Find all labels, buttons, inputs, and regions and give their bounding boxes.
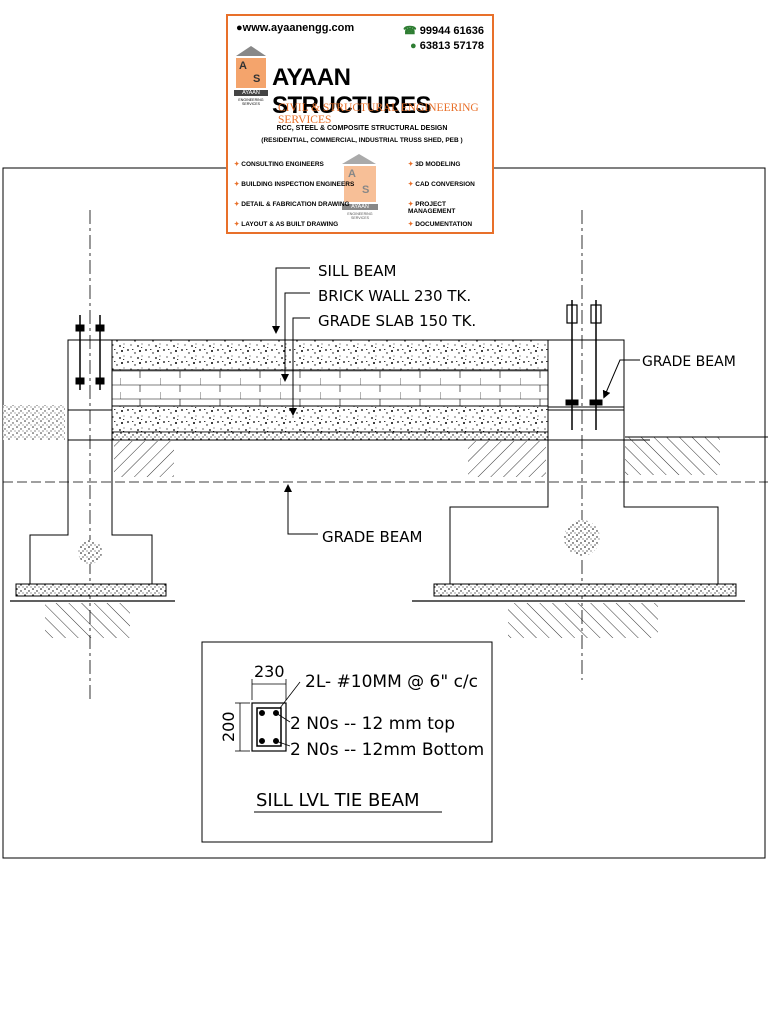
service-left-3: ✦ DETAIL & FABRICATION DRAWING bbox=[234, 201, 350, 208]
service-right-3: ✦ PROJECT MANAGEMENT bbox=[408, 201, 456, 215]
detail-box bbox=[201, 641, 493, 843]
right-anchor-bolts bbox=[565, 300, 603, 430]
brick-wall bbox=[111, 369, 549, 407]
services-line-1: RCC, STEEL & COMPOSITE STRUCTURAL DESIGN bbox=[276, 125, 448, 132]
stirrup-label: 2L- #10MM @ 6" c/c bbox=[305, 672, 478, 692]
phone-icon: ☎ bbox=[403, 25, 417, 37]
service-left-4: ✦ LAYOUT & AS BUILT DRAWING bbox=[234, 221, 339, 228]
sill-beam bbox=[111, 339, 549, 371]
service-left-2: ✦ BUILDING INSPECTION ENGINEERS bbox=[234, 181, 355, 188]
service-right-2: ✦ CAD CONVERSION bbox=[408, 181, 475, 188]
logo-letter-a: A bbox=[348, 168, 356, 180]
logo-letter-s: S bbox=[362, 184, 370, 196]
company-banner: ●www.ayaanengg.com ☎ 99944 61636 ● 63813… bbox=[226, 14, 494, 234]
beam-section bbox=[235, 679, 301, 752]
grade-slab bbox=[111, 405, 549, 433]
height-dimension: 200 bbox=[219, 711, 238, 742]
company-name: AYAAN STRUCTURES bbox=[272, 64, 432, 119]
globe-icon: ● bbox=[236, 22, 243, 34]
service-right-1: ✦ 3D MODELING bbox=[408, 161, 461, 168]
roof-icon bbox=[236, 46, 266, 56]
brick-wall-label: BRICK WALL 230 TK. bbox=[318, 287, 471, 305]
left-anchor-bolts bbox=[75, 315, 105, 390]
grade-beam-center-label: GRADE BEAM bbox=[322, 528, 422, 546]
center-logo: A S AYAAN ENGINEERING SERVICES bbox=[340, 154, 380, 230]
sill-beam-label: SILL BEAM bbox=[318, 262, 396, 280]
width-dimension: 230 bbox=[254, 662, 285, 681]
detail-title: SILL LVL TIE BEAM bbox=[256, 790, 420, 811]
bottom-bars-label: 2 N0s -- 12mm Bottom bbox=[290, 740, 484, 760]
logo-name: AYAAN bbox=[234, 90, 268, 96]
logo-letter-a: A bbox=[239, 60, 247, 72]
left-pcc bbox=[15, 583, 167, 597]
service-left-1: ✦ CONSULTING ENGINEERS bbox=[234, 161, 324, 168]
phone-number-1: ☎ 99944 61636 bbox=[403, 25, 484, 37]
right-pcc bbox=[433, 583, 737, 597]
whatsapp-icon: ● bbox=[410, 40, 417, 52]
logo-name: AYAAN bbox=[342, 204, 378, 210]
top-bars-label: 2 N0s -- 12 mm top bbox=[290, 714, 455, 734]
services-line-2: (RESIDENTIAL, COMMERCIAL, INDUSTRIAL TRU… bbox=[261, 137, 463, 144]
grade-slab-label: GRADE SLAB 150 TK. bbox=[318, 312, 476, 330]
website-link[interactable]: ●www.ayaanengg.com bbox=[236, 22, 355, 34]
logo: A S AYAAN ENGINEERING SERVICES bbox=[234, 46, 268, 126]
logo-sub: ENGINEERING SERVICES bbox=[347, 212, 373, 220]
right-pedestal bbox=[547, 339, 625, 411]
phone-number-2: ● 63813 57178 bbox=[410, 40, 484, 52]
grade-beam-right-label: GRADE BEAM bbox=[642, 354, 736, 370]
logo-sub: ENGINEERING SERVICES bbox=[238, 98, 264, 106]
tagline: CIVIL & STRUCTURAL ENGINEERING SERVICES bbox=[278, 102, 479, 126]
service-right-4: ✦ DOCUMENTATION bbox=[408, 221, 473, 228]
roof-icon bbox=[342, 154, 376, 164]
logo-letter-s: S bbox=[253, 73, 261, 85]
